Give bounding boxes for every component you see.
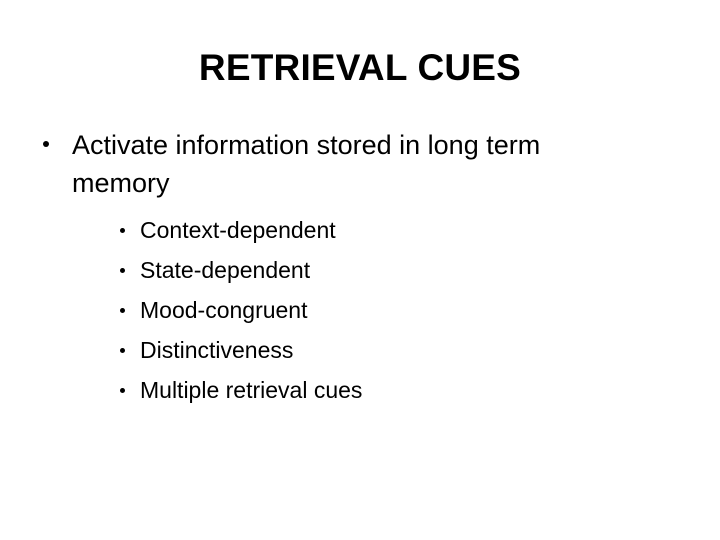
list-item: Multiple retrieval cues — [72, 370, 600, 410]
bullet-dot-icon — [120, 308, 125, 313]
bullet-dot-icon — [120, 228, 125, 233]
list-item-label: Mood-congruent — [140, 297, 308, 323]
bullet-list: Activate information stored in long term… — [0, 126, 720, 410]
bullet-dot-icon — [120, 348, 125, 353]
slide-title: RETRIEVAL CUES — [198, 47, 522, 88]
bullet-dot-icon — [120, 388, 125, 393]
bullet-dot-icon — [43, 141, 49, 147]
bullet-dot-icon — [120, 268, 125, 273]
list-item-label: Context-dependent — [140, 217, 336, 243]
list-item-label: Distinctiveness — [140, 337, 294, 363]
list-item-label: Activate information stored in long term… — [72, 130, 541, 198]
list-item: Activate information stored in long term… — [0, 126, 720, 410]
list-item-label: Multiple retrieval cues — [140, 377, 363, 403]
list-item-label: State-dependent — [140, 257, 311, 283]
bullet-sublist: Context-dependent State-dependent Mood-c… — [72, 210, 600, 410]
list-item: Distinctiveness — [72, 330, 600, 370]
list-item: Context-dependent — [72, 210, 600, 250]
list-item: Mood-congruent — [72, 290, 600, 330]
list-item: State-dependent — [72, 250, 600, 290]
slide-body: Activate information stored in long term… — [0, 126, 720, 410]
